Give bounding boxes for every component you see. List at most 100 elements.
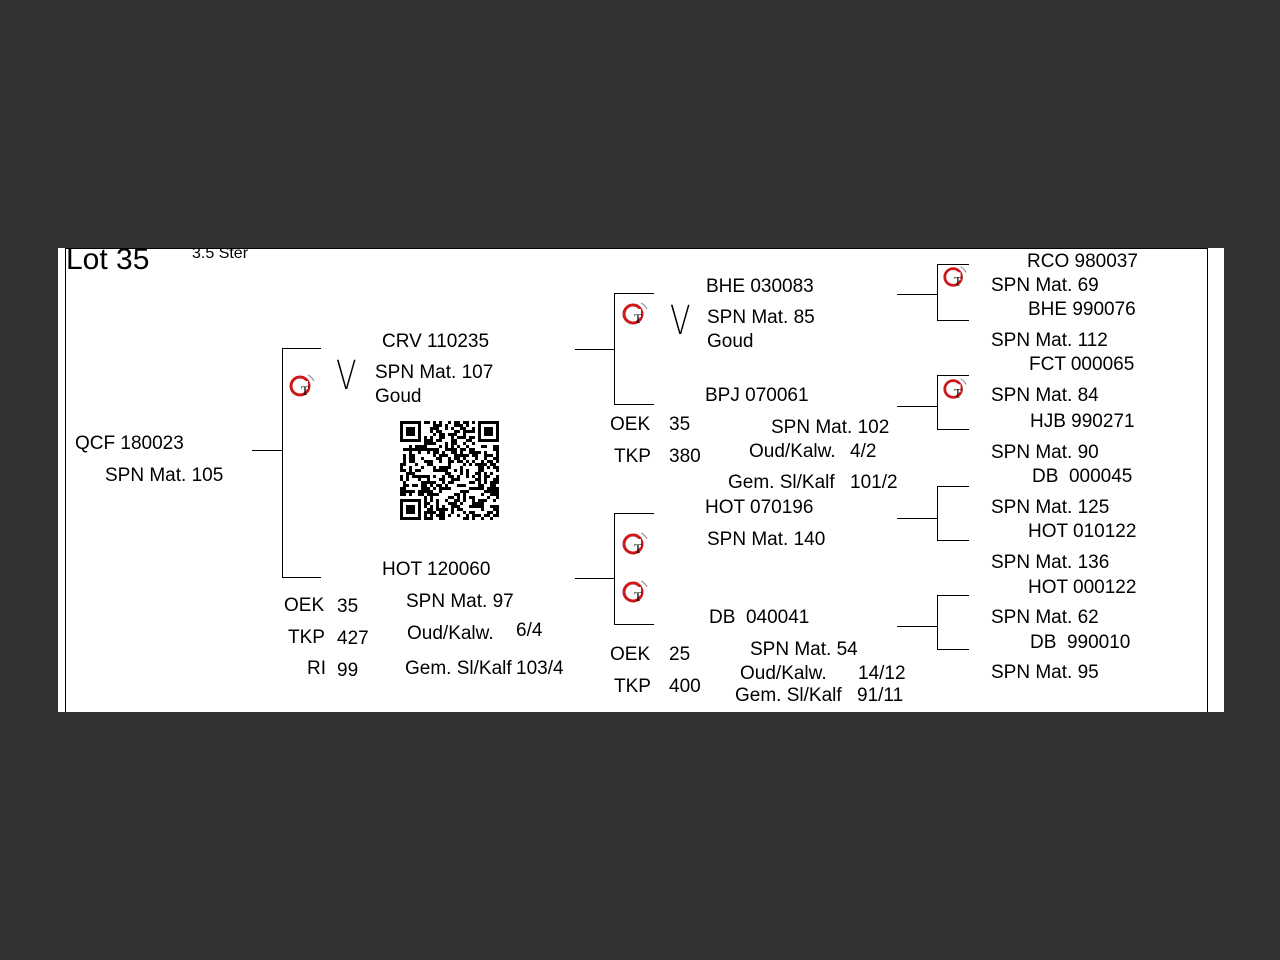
bracket-g3-2-bot bbox=[937, 429, 969, 430]
bracket-g3-4-top bbox=[937, 595, 969, 596]
sire-dam-oek-value: 35 bbox=[669, 414, 691, 435]
dam-ri-value: 99 bbox=[337, 660, 359, 681]
svg-text:T: T bbox=[634, 589, 642, 604]
connector-dam-dam bbox=[614, 624, 654, 625]
animal-spn: SPN Mat. 105 bbox=[105, 465, 224, 486]
connector-dam-sire bbox=[614, 513, 654, 514]
bracket-gen1 bbox=[282, 348, 283, 578]
dam-gem-value: 103/4 bbox=[516, 658, 564, 679]
dam-dam-oud-label: Oud/Kalw. bbox=[740, 663, 827, 684]
g3-0-spn: SPN Mat. 69 bbox=[991, 275, 1099, 296]
g3-4-spn: SPN Mat. 125 bbox=[991, 497, 1110, 518]
sire-dam-id: BPJ 070061 bbox=[705, 385, 809, 406]
qr-code-icon bbox=[400, 421, 499, 520]
dam-sire-spn: SPN Mat. 140 bbox=[707, 529, 826, 550]
bracket-g3-1-bot bbox=[937, 320, 969, 321]
bracket-gen2-dam bbox=[614, 513, 615, 625]
sire-sire-id: BHE 030083 bbox=[706, 276, 814, 297]
sire-badge: Goud bbox=[375, 386, 422, 407]
connector-g3-1 bbox=[897, 294, 937, 295]
dam-tkp-label: TKP bbox=[288, 627, 325, 648]
dam-dam-id: DB 040041 bbox=[709, 607, 810, 628]
dam-dam-tkp-label: TKP bbox=[614, 676, 651, 697]
sire-dam-tkp-value: 380 bbox=[669, 446, 701, 467]
connector-sire-out bbox=[575, 349, 614, 350]
connector-sire-sire bbox=[614, 293, 654, 294]
gt-logo-icon: T bbox=[622, 532, 648, 556]
svg-text:T: T bbox=[954, 274, 962, 288]
sire-dam-oud-value: 4/2 bbox=[850, 441, 877, 462]
bracket-g3-1 bbox=[937, 264, 938, 321]
animal-id: QCF 180023 bbox=[75, 433, 184, 454]
g3-2-spn: SPN Mat. 84 bbox=[991, 385, 1099, 406]
dam-dam-gem-value: 91/11 bbox=[857, 685, 904, 706]
bracket-g3-2-top bbox=[937, 375, 969, 376]
svg-text:T: T bbox=[634, 311, 642, 326]
dam-gem-label: Gem. Sl/Kalf bbox=[405, 658, 512, 679]
sire-dam-oud-label: Oud/Kalw. bbox=[749, 441, 836, 462]
gt-logo-icon: T bbox=[943, 266, 967, 288]
svg-text:T: T bbox=[954, 386, 962, 400]
sheet-top-border bbox=[65, 248, 1207, 249]
dam-oek-value: 35 bbox=[337, 596, 359, 617]
bracket-g3-3-top bbox=[937, 486, 969, 487]
sire-dam-gem-label: Gem. Sl/Kalf bbox=[728, 472, 835, 493]
dam-oud-label: Oud/Kalw. bbox=[407, 623, 494, 644]
g3-6-spn: SPN Mat. 62 bbox=[991, 607, 1099, 628]
bracket-g3-2 bbox=[937, 375, 938, 430]
sheet-right-border bbox=[1207, 248, 1208, 712]
connector-dam bbox=[282, 577, 321, 578]
gt-logo-icon: T bbox=[622, 302, 648, 326]
dam-dam-tkp-value: 400 bbox=[669, 676, 701, 697]
connector-dam-out bbox=[575, 578, 614, 579]
star-rating: 3.5 Ster bbox=[192, 248, 249, 262]
g3-6-id: HOT 000122 bbox=[1028, 577, 1137, 598]
sire-dam-gem-value: 101/2 bbox=[850, 472, 898, 493]
lot-title: Lot 35 bbox=[66, 248, 150, 276]
connector-sire bbox=[282, 348, 321, 349]
g3-1-spn: SPN Mat. 112 bbox=[991, 330, 1108, 351]
g3-5-spn: SPN Mat. 136 bbox=[991, 552, 1110, 573]
dam-tkp-value: 427 bbox=[337, 628, 369, 649]
connector-g3-3 bbox=[897, 518, 937, 519]
bracket-g3-3-bot bbox=[937, 540, 969, 541]
pedigree-sheet: Lot 35 3.5 Ster QCF 180023 SPN Mat. 105 … bbox=[58, 248, 1224, 712]
dam-spn: SPN Mat. 97 bbox=[406, 591, 514, 612]
g3-0-id: RCO 980037 bbox=[1027, 251, 1138, 272]
gt-logo-icon: T bbox=[289, 374, 315, 398]
dam-dam-oud-value: 14/12 bbox=[858, 663, 906, 684]
bracket-g3-1-top bbox=[937, 264, 969, 265]
connector-animal bbox=[252, 450, 282, 451]
g3-1-id: BHE 990076 bbox=[1028, 299, 1136, 320]
sire-sire-spn: SPN Mat. 85 bbox=[707, 307, 815, 328]
gt-logo-icon: T bbox=[943, 378, 967, 400]
dam-id: HOT 120060 bbox=[382, 559, 491, 580]
connector-sire-dam bbox=[614, 404, 654, 405]
sire-sire-v-mark: V bbox=[670, 298, 691, 344]
sire-v-mark: V bbox=[336, 353, 357, 399]
g3-3-id: HJB 990271 bbox=[1030, 411, 1135, 432]
svg-text:T: T bbox=[301, 383, 309, 398]
sire-dam-tkp-label: TKP bbox=[614, 446, 651, 467]
dam-dam-oek-label: OEK bbox=[610, 644, 651, 665]
g3-2-id: FCT 000065 bbox=[1029, 354, 1135, 375]
connector-g3-4 bbox=[897, 626, 937, 627]
sire-spn: SPN Mat. 107 bbox=[375, 362, 494, 383]
dam-ri-label: RI bbox=[307, 658, 326, 679]
sire-dam-oek-label: OEK bbox=[610, 414, 651, 435]
g3-4-id: DB 000045 bbox=[1032, 466, 1133, 487]
bracket-gen2-sire bbox=[614, 293, 615, 405]
dam-oek-label: OEK bbox=[284, 595, 325, 616]
sire-dam-spn: SPN Mat. 102 bbox=[771, 417, 890, 438]
bracket-g3-4-bot bbox=[937, 649, 969, 650]
dam-dam-gem-label: Gem. Sl/Kalf bbox=[735, 685, 842, 706]
sire-id: CRV 110235 bbox=[382, 331, 490, 352]
gt-logo-icon: T bbox=[622, 580, 648, 604]
dam-dam-oek-value: 25 bbox=[669, 644, 691, 665]
bracket-g3-3 bbox=[937, 486, 938, 541]
g3-5-id: HOT 010122 bbox=[1028, 521, 1137, 542]
sire-sire-badge: Goud bbox=[707, 331, 754, 352]
dam-oud-value: 6/4 bbox=[516, 620, 543, 641]
dam-sire-id: HOT 070196 bbox=[705, 497, 814, 518]
g3-7-id: DB 990010 bbox=[1030, 632, 1131, 653]
